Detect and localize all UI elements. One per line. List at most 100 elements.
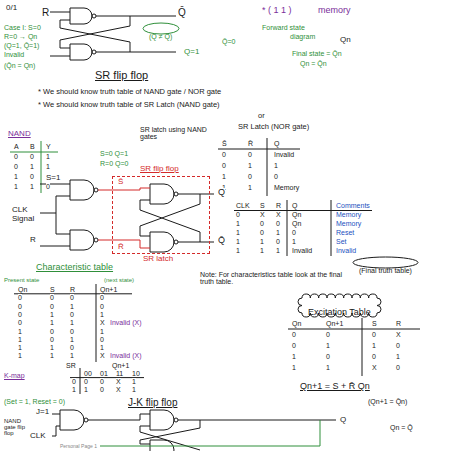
cloud-outline [298, 294, 381, 317]
note-text: Q=1 [184, 48, 199, 56]
note-text: diagram [290, 33, 315, 40]
table-cell: Invalid [274, 151, 294, 158]
table-cell: 0 [18, 311, 22, 318]
note-oval: (Final truth table) [352, 256, 419, 269]
note-text: Invalid (X) [110, 319, 142, 326]
table-cell: 0 [70, 344, 74, 351]
node-text: (Q ≠ Q̄) [149, 33, 172, 40]
note-text: Qn = Q̄ [390, 424, 413, 431]
table-cell: Qn+1 [100, 286, 117, 293]
table-cell: X [116, 386, 121, 393]
note-text: K-map [4, 372, 25, 379]
note-text: R=0 Q=0 [100, 160, 128, 167]
note-text: Personal Page 1 [60, 444, 97, 449]
table-cell: 0 [396, 342, 400, 349]
table-cell: 0 [260, 229, 264, 236]
table-cell: 0 [46, 183, 50, 190]
table-cell: 1 [326, 364, 330, 371]
table-cell: R [396, 320, 401, 327]
table-cell: S [260, 202, 265, 209]
wire [98, 188, 150, 248]
note-text: J-K flip flop [128, 398, 177, 408]
note-text: J=1 [36, 408, 49, 416]
table-cell: 1 [260, 238, 264, 245]
inversion-bubble [94, 238, 98, 242]
note-oval: (Q ≠ Q̄) [142, 22, 180, 35]
table-rule [288, 318, 420, 376]
table-cell: 1 [292, 353, 296, 360]
note-text: S̄ [118, 178, 123, 186]
table-rule [234, 200, 372, 256]
table-cell: Qn [292, 220, 301, 227]
note-text: CLK [12, 206, 28, 214]
note-text: CLK [30, 432, 46, 440]
note-text: Qn = Q̄n [300, 60, 327, 67]
wire [40, 184, 70, 246]
note-text: Characteristic table [36, 263, 113, 272]
note-text: S=0 Q=1 [100, 150, 128, 157]
table-cell: 1 [274, 162, 278, 169]
table-cell: 1 [248, 184, 252, 191]
table-cell: 10 [132, 370, 140, 377]
table-cell: 0 [84, 378, 88, 385]
note-text: 0/1 [6, 4, 17, 12]
table-cell: 0 [50, 294, 54, 301]
page-title: SR flip flop [95, 70, 148, 81]
latch-region: SR latch [112, 176, 210, 254]
table-cell: 1 [30, 183, 34, 190]
note-text: SR Latch (NOR gate) [238, 123, 309, 131]
note-text: S=1 [46, 174, 60, 182]
table-cell: 1 [46, 153, 50, 160]
note-text: * ( 1 1 ) [262, 6, 292, 15]
table-cell: Reset [336, 229, 354, 236]
table-cell: Qn [18, 286, 27, 293]
table-cell: A [14, 143, 19, 150]
table-cell: 00 [84, 370, 92, 377]
table-cell: 1 [100, 311, 104, 318]
note-text: Signal [12, 215, 34, 223]
table-cell: 1 [50, 352, 54, 359]
table-cell: 11 [116, 370, 123, 377]
table-cell: 0 [18, 294, 22, 301]
table-cell: 1 [236, 247, 240, 254]
table-cell: 1 [236, 238, 240, 245]
note-text: Present state [4, 277, 39, 283]
note-text: NAND [8, 130, 31, 138]
table-cell: 1 [30, 163, 34, 170]
table-cell: Qn+1 [326, 320, 343, 327]
wire [178, 194, 214, 242]
table-cell: X [396, 331, 401, 338]
table-cell: 0 [222, 162, 226, 169]
note-text: Qn+1 [112, 362, 129, 369]
note-text: Note: For characteristics table look at … [200, 271, 350, 285]
table-cell: R̄ [248, 140, 253, 147]
table-cell: 01 [100, 370, 108, 377]
table-cell: Qn [292, 320, 301, 327]
table-cell: 1 [396, 353, 400, 360]
table-cell: 1 [132, 386, 136, 393]
note-text: Q [218, 188, 225, 197]
table-cell: 0 [326, 353, 330, 360]
note-text: Q̄ [218, 236, 225, 245]
table-cell: B [30, 143, 35, 150]
table-cell: 1 [292, 364, 296, 371]
note-text: Final state = Q̄n [292, 50, 342, 57]
note-text: Qn [340, 36, 351, 44]
table-cell: 1 [292, 238, 296, 245]
note-text: R [30, 236, 36, 244]
note-text: R [42, 8, 49, 18]
table-cell: Invalid [336, 247, 356, 254]
table-cell: 0 [18, 319, 22, 326]
feedback-wire [100, 420, 320, 446]
note-text: or [258, 112, 265, 120]
note-text: (Set = 1, Reset = 0) [4, 398, 65, 405]
table-cell: Y [46, 143, 51, 150]
table-cell: 0 [292, 342, 296, 349]
table-cell: 0 [70, 294, 74, 301]
table-cell: Comments [336, 202, 370, 209]
table-cell: 0 [292, 229, 296, 236]
table-cell: 1 [132, 378, 136, 385]
table-cell: Q [292, 202, 297, 209]
note-text: Q̄ [178, 8, 186, 18]
table-cell: 0 [274, 173, 278, 180]
